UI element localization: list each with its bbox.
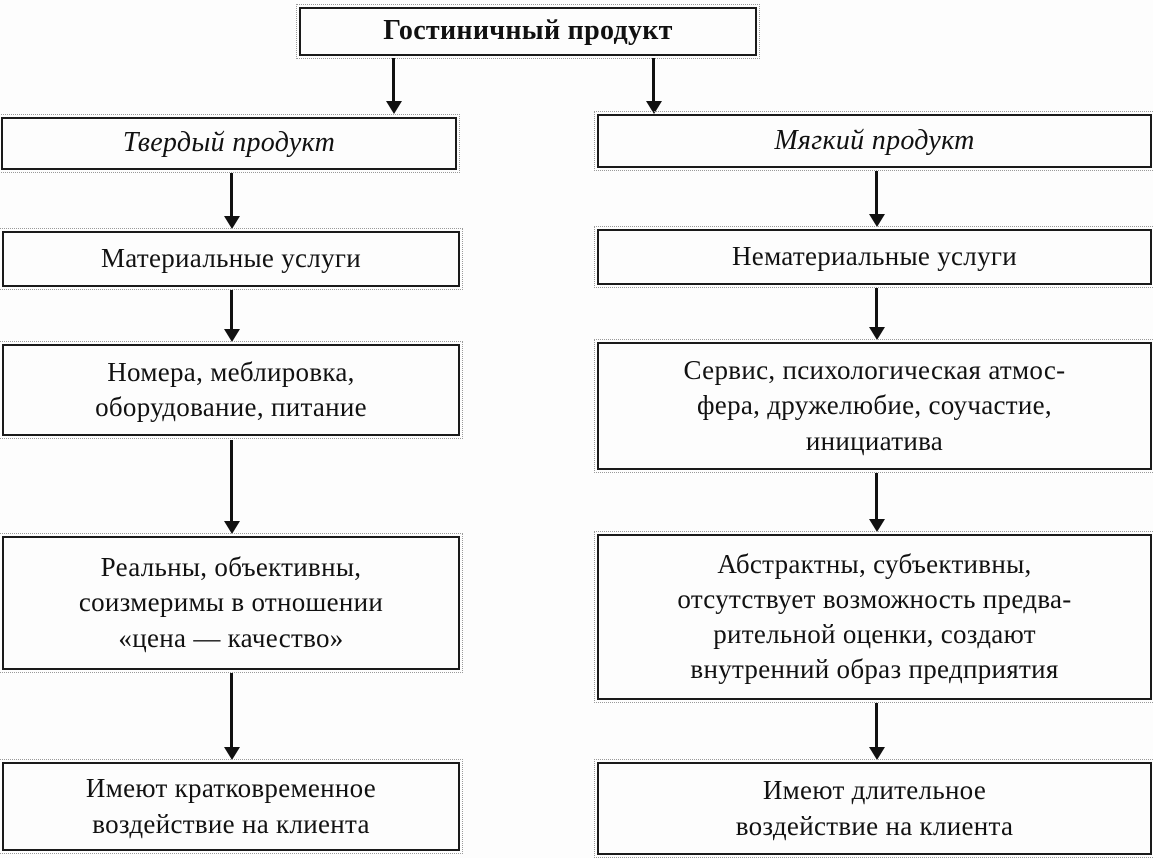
arrow-down-icon [875,703,878,748]
soft-box-immaterial-services: Нематериальные услуги [594,226,1153,288]
arrow-down-icon [875,171,878,215]
hard-box-material-services: Материальные услуги [0,228,463,290]
arrow-down-icon [652,58,655,102]
soft-product-header-label: Мягкий продукт [774,124,975,156]
hard-product-header-label: Твердый продукт [122,127,336,159]
arrow-down-icon [230,440,233,522]
hard-box-rooms-furnishing: Номера, меблировка, оборудование, питани… [0,341,463,439]
root-label: Гостиничный продукт [383,15,673,47]
soft-box-service-atmosphere: Сервис, психологическая атмос- фера, дру… [594,339,1153,473]
arrow-down-icon [392,58,395,102]
box-label: Имеют кратковременное воздействие на кли… [85,773,377,839]
box-label: Сервис, психологическая атмос- фера, дру… [683,355,1066,456]
arrow-down-icon [230,673,233,748]
hard-box-short-term-effect: Имеют кратковременное воздействие на кли… [0,759,463,854]
arrow-down-icon [875,288,878,328]
hard-product-header-box: Твердый продукт [0,114,460,173]
box-label: Имеют длительное воздействие на клиента [735,775,1014,841]
box-label: Материальные услуги [100,243,362,274]
soft-box-long-term-effect: Имеют длительное воздействие на клиента [594,759,1153,858]
root-box-hotel-product: Гостиничный продукт [296,4,760,59]
box-label: Реальны, объективны, соизмеримы в отноше… [78,552,384,653]
soft-box-abstract-subjective: Абстрактны, субъективны, отсутствует воз… [594,531,1153,703]
soft-product-header-box: Мягкий продукт [594,111,1153,171]
arrow-down-icon [230,173,233,217]
box-label: Абстрактны, субъективны, отсутствует воз… [677,548,1072,685]
arrow-down-icon [230,290,233,330]
box-label: Номера, меблировка, оборудование, питани… [95,356,367,422]
box-label: Нематериальные услуги [731,241,1017,272]
arrow-down-icon [875,473,878,520]
hard-box-real-objective: Реальны, объективны, соизмеримы в отноше… [0,533,463,673]
